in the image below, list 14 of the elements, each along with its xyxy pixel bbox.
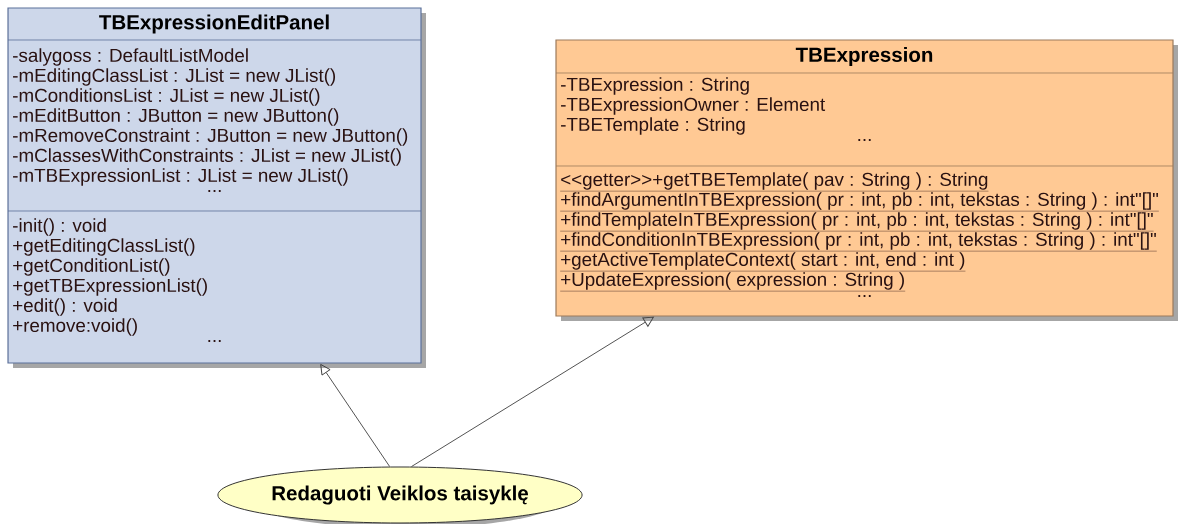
method-text: +UpdateExpression( expression : String ) [560, 272, 906, 292]
ellipsis: ... [858, 295, 871, 297]
class-name: TBExpression [795, 46, 933, 67]
method-text: +findConditionInTBExpression( pr : int, pb : int, tekstas : String ) : int"[]" [560, 232, 1157, 252]
attribute-text: -TBExpressionOwner : Element [561, 97, 826, 115]
attribute-text: -TBExpression : String [561, 77, 749, 95]
method-text: +findArgumentInTBExpression( pr : int, pb : int, tekstas : String ) : int"[]" [560, 192, 1160, 212]
generalization-arrow [411, 316, 654, 467]
attribute-text: -TBETemplate : String [561, 117, 745, 135]
ellipsis: ... [858, 139, 871, 141]
method-text: +findTemplateInTBExpression( pr : int, pb : int, tekstas : String ) : int"[]" [560, 212, 1154, 232]
method-text: <<getter>>+getTBETemplate( pav : String ) : String [560, 172, 989, 192]
generalization-arrow [320, 364, 391, 467]
method-text: +getActiveTemplateContext( start : int, end : int ) [560, 252, 966, 272]
